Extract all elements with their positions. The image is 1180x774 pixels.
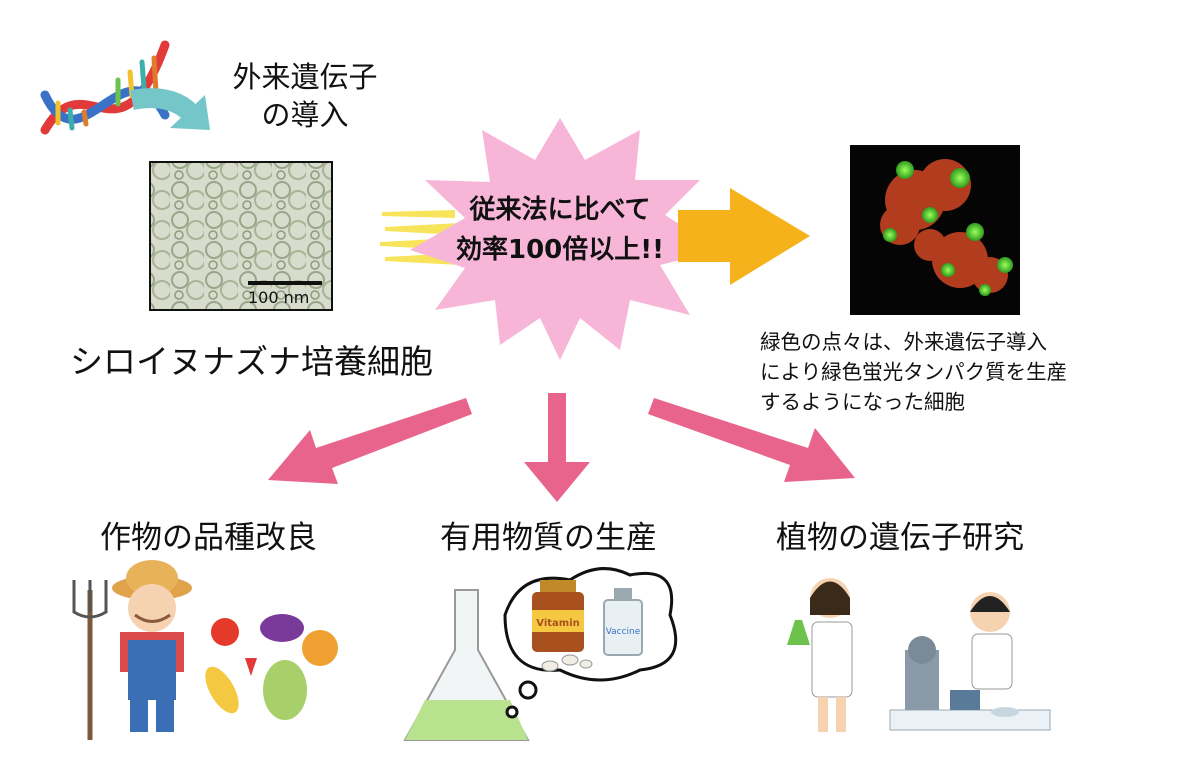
efficiency-callout: 従来法に比べて 効率100倍以上!!: [420, 190, 700, 270]
starburst-shape: [410, 118, 720, 360]
fluorescence-caption: 緑色の点々は、外来遺伝子導入 により緑色蛍光タンパク質を生産 するようになった細…: [760, 327, 1067, 417]
intro-line-2: の導入: [261, 98, 349, 132]
caption-line-1: 緑色の点々は、外来遺伝子導入: [760, 330, 1047, 354]
caption-line-2: により緑色蛍光タンパク質を生産: [760, 360, 1068, 384]
caption-line-3: するようになった細胞: [760, 390, 965, 414]
application-gene-research: 植物の遺伝子研究: [776, 520, 1024, 556]
application-crop-breeding: 作物の品種改良: [100, 520, 317, 556]
cell-culture-photo: [149, 161, 333, 311]
thought-bubble: [503, 567, 678, 719]
vitamin-bottle-icon: Vitamin: [532, 580, 584, 652]
vaccine-vial-icon: Vaccine: [603, 588, 643, 656]
callout-line-2: 効率100倍以上!!: [456, 235, 664, 265]
intro-line-1: 外来遺伝子: [232, 60, 378, 94]
dna-icon: [40, 40, 170, 135]
fluorescence-photo: [850, 145, 1020, 315]
cell-culture-label: シロイヌナズナ培養細胞: [70, 342, 433, 381]
pink-arrow-center: [524, 393, 590, 502]
flask-illustration: [403, 589, 530, 741]
pink-arrow-right: [648, 398, 855, 482]
callout-line-1: 従来法に比べて: [469, 195, 651, 225]
application-useful-substances: 有用物質の生産: [440, 520, 657, 556]
pills-icon: [541, 654, 593, 672]
vitamin-label: Vitamin: [536, 618, 580, 629]
intro-title: 外来遺伝子 の導入: [205, 58, 405, 134]
researchers-illustration: [787, 578, 1051, 732]
teal-arrow-icon: [130, 88, 210, 130]
farmer-illustration: [72, 560, 338, 740]
orange-arrow-icon: [678, 188, 810, 285]
vaccine-label: Vaccine: [606, 627, 641, 637]
pink-arrow-left: [268, 398, 472, 484]
scale-bar-label: 100 nm: [248, 288, 310, 307]
